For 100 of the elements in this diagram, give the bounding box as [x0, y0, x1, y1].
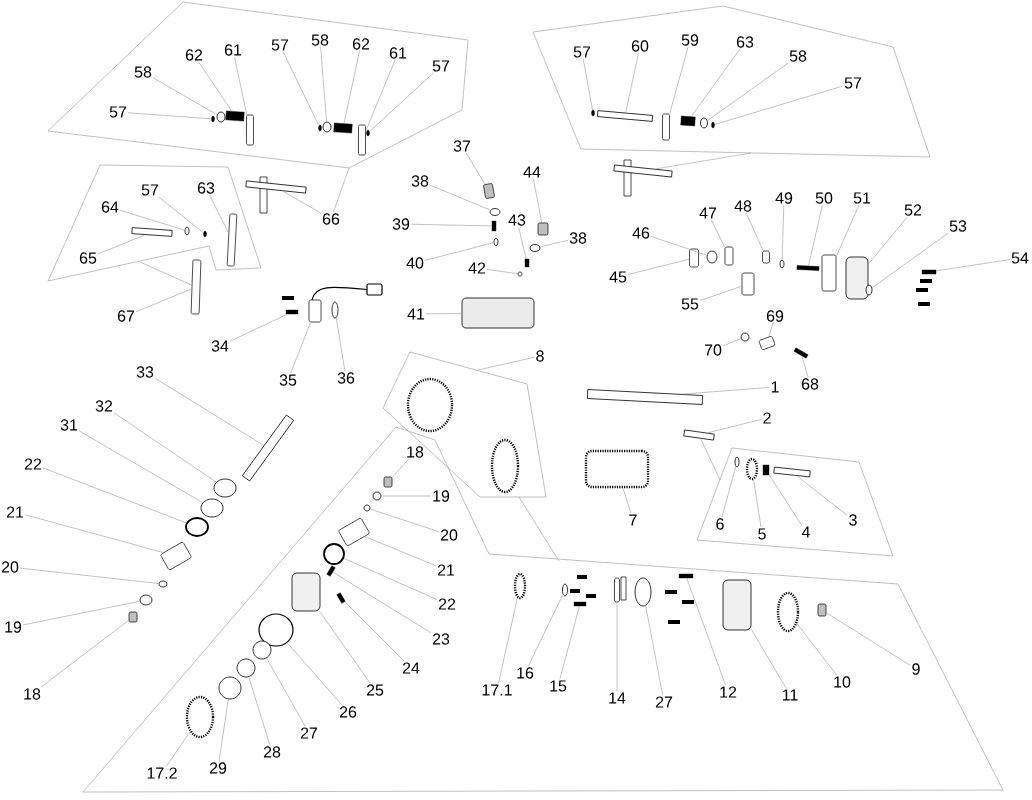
callout-number: 57	[271, 39, 289, 51]
callout-number: 6	[716, 518, 724, 530]
callout-number: 12	[720, 686, 737, 698]
ring-part	[489, 208, 501, 216]
ring-part	[517, 271, 523, 277]
leader-line	[781, 204, 785, 260]
callout-number: 36	[337, 372, 355, 384]
ring-part	[372, 491, 382, 501]
component-part	[128, 611, 138, 623]
ring-part	[779, 259, 785, 269]
leader-line	[528, 594, 564, 667]
leader-line	[392, 458, 410, 478]
leader-line	[19, 567, 159, 584]
ring-part	[323, 543, 345, 565]
callout-number: 38	[411, 175, 429, 187]
leader-line	[498, 597, 518, 684]
leader-line	[127, 112, 212, 120]
component-part	[662, 113, 670, 141]
callout-number: 44	[523, 166, 541, 178]
component-part	[308, 299, 322, 323]
callout-number: 2	[763, 412, 771, 424]
ring-part	[366, 129, 370, 137]
ring-part	[216, 111, 226, 123]
callout-number: 33	[136, 366, 154, 378]
leader-line	[369, 72, 434, 132]
component-part	[584, 449, 650, 489]
callout-number: 17.1	[482, 684, 512, 696]
callout-number: 52	[904, 204, 922, 216]
callout-number: 38	[569, 232, 587, 244]
component-part	[524, 258, 530, 268]
leader-line	[229, 313, 288, 342]
leader-line	[209, 194, 229, 234]
component-part	[762, 250, 770, 264]
callout-number: 46	[632, 227, 650, 239]
leader-line	[836, 204, 860, 257]
callout-number: 49	[775, 192, 793, 204]
ring-part	[740, 332, 750, 342]
callout-number: 21	[437, 564, 455, 576]
shaft-part	[596, 110, 654, 122]
callout-number: 67	[117, 310, 135, 322]
leader-line	[707, 419, 762, 434]
ring-part	[184, 226, 190, 236]
callout-number: 7	[629, 514, 637, 526]
callout-number: 47	[699, 207, 717, 219]
leader-line	[768, 474, 802, 526]
leader-line	[266, 657, 306, 727]
leader-line	[425, 313, 462, 315]
leader-line	[152, 77, 218, 115]
callout-number: 18	[407, 446, 424, 458]
component-part	[758, 336, 776, 350]
leader-line	[364, 536, 437, 567]
component-part	[762, 464, 770, 476]
leader-line	[486, 269, 518, 274]
leader-line	[218, 699, 229, 762]
leader-line	[808, 204, 823, 267]
leader-line	[166, 731, 191, 767]
leader-line	[650, 236, 708, 256]
callout-number: 27	[655, 696, 673, 708]
ring-part	[776, 591, 800, 633]
leader-line	[286, 642, 343, 706]
callout-number: 14	[609, 692, 626, 704]
leader-line	[282, 51, 320, 126]
callout-number: 23	[432, 633, 450, 645]
callout-number: 21	[6, 506, 24, 518]
callout-number: 19	[5, 621, 22, 633]
shaft-part	[573, 601, 587, 607]
ring-part	[634, 577, 652, 607]
callout-number: 9	[912, 663, 920, 675]
callout-number: 35	[279, 374, 297, 386]
leader-line	[343, 50, 360, 124]
callout-number: 62	[185, 49, 203, 61]
ring-part	[252, 640, 272, 660]
callout-number: 29	[209, 762, 227, 774]
callout-number: 57	[109, 106, 127, 118]
ring-part	[322, 121, 332, 133]
callout-number: 61	[224, 44, 242, 56]
callout-number: 64	[101, 201, 119, 213]
leader-line	[477, 356, 535, 371]
leader-line	[429, 184, 491, 211]
callout-number: 58	[311, 34, 329, 46]
leader-line	[158, 196, 204, 234]
callout-number: 37	[453, 140, 471, 152]
component-part	[614, 577, 620, 603]
callout-number: 5	[758, 528, 766, 540]
leader-line	[745, 212, 764, 251]
callout-number: 69	[766, 310, 784, 322]
component-part	[333, 122, 353, 134]
component-part	[190, 259, 202, 315]
ring-part	[562, 583, 568, 597]
leader-line	[282, 190, 322, 214]
component-part	[741, 272, 755, 296]
ring-part	[734, 456, 740, 468]
leader-line	[801, 355, 809, 378]
ring-part	[363, 504, 371, 512]
ring-part	[211, 115, 215, 123]
leader-line	[365, 59, 396, 131]
leader-line	[700, 438, 721, 481]
component-part	[383, 476, 393, 488]
leader-line	[753, 479, 762, 528]
callout-number: 63	[197, 182, 215, 194]
